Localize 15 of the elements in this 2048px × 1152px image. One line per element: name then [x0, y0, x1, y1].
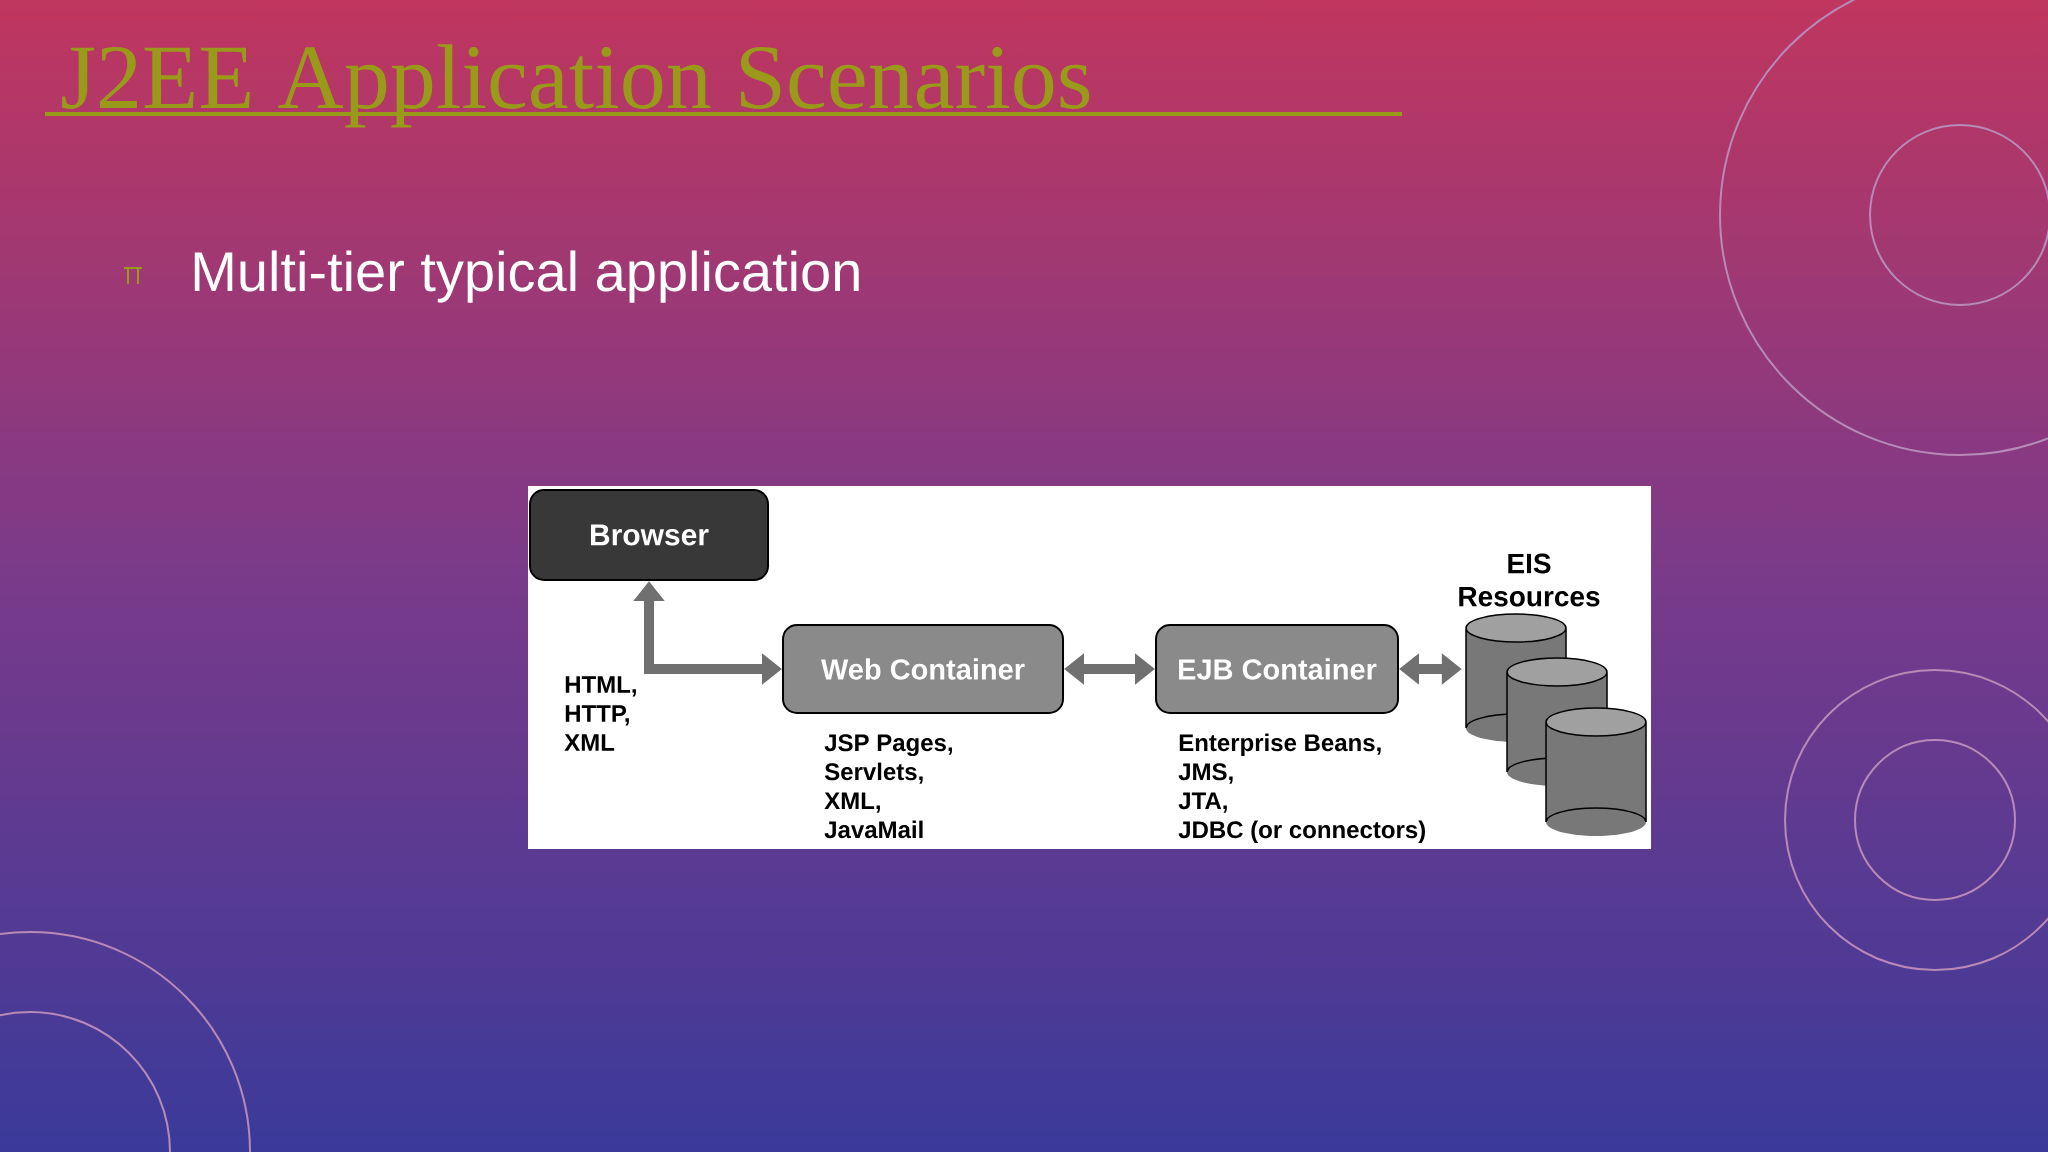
edge-label: HTML, HTTP, XML [564, 676, 636, 751]
description-text: JMS, [1178, 763, 1233, 784]
description-text: JavaMail [824, 820, 923, 839]
title: J2EE Application Scenarios [45, 44, 1402, 128]
container-box: EJB Container [1155, 624, 1399, 714]
description-text: JSP Pages, [824, 734, 952, 757]
description-text: JTA, [1178, 792, 1227, 813]
resource-label: EIS Resources [1459, 553, 1600, 607]
container-box: Browser [529, 489, 769, 581]
description-text: Servlets, [824, 762, 923, 784]
description-text: JDBC (or connectors) [1178, 820, 1425, 843]
container-box: Web Container [782, 624, 1064, 714]
description-text: XML, [824, 792, 880, 813]
description-text: Enterprise Beans, [1179, 733, 1381, 756]
bullet-text: Multi-tier typical application [194, 250, 859, 303]
